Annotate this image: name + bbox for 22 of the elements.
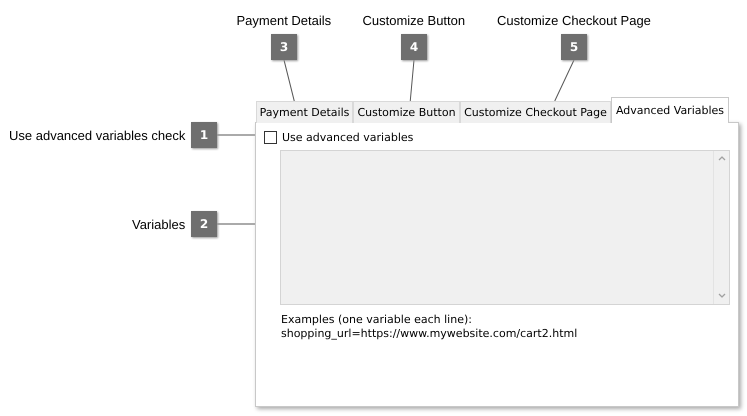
callout-number: 2: [191, 211, 217, 237]
callout-label: Variables: [132, 216, 186, 232]
callout-label: Payment Details: [236, 12, 332, 28]
tab: Customize Button: [353, 101, 460, 123]
tab: Customize Checkout Page: [460, 101, 611, 123]
text-area: [280, 150, 730, 305]
tab: Payment Details: [256, 101, 353, 123]
callout-number: 1: [191, 122, 217, 148]
dialog-panel: [255, 122, 739, 407]
leader-line: [284, 60, 295, 102]
callout-number: 5: [561, 34, 587, 60]
leader-line: [554, 60, 574, 102]
leader-line: [410, 60, 414, 102]
checkbox-label: Use advanced variables: [282, 130, 414, 144]
active-tab: Advanced Variables: [611, 97, 729, 123]
example-text: shopping_url=https://www.mywebsite.com/cart2.html: [281, 327, 578, 340]
callout-number: 3: [271, 34, 297, 60]
example-text: Examples (one variable each line):: [281, 313, 472, 326]
callout-label: Customize Checkout Page: [497, 12, 651, 28]
callout-label: Customize Button: [362, 12, 466, 28]
callout-number: 4: [401, 34, 427, 60]
callout-label: Use advanced variables check: [9, 128, 186, 142]
